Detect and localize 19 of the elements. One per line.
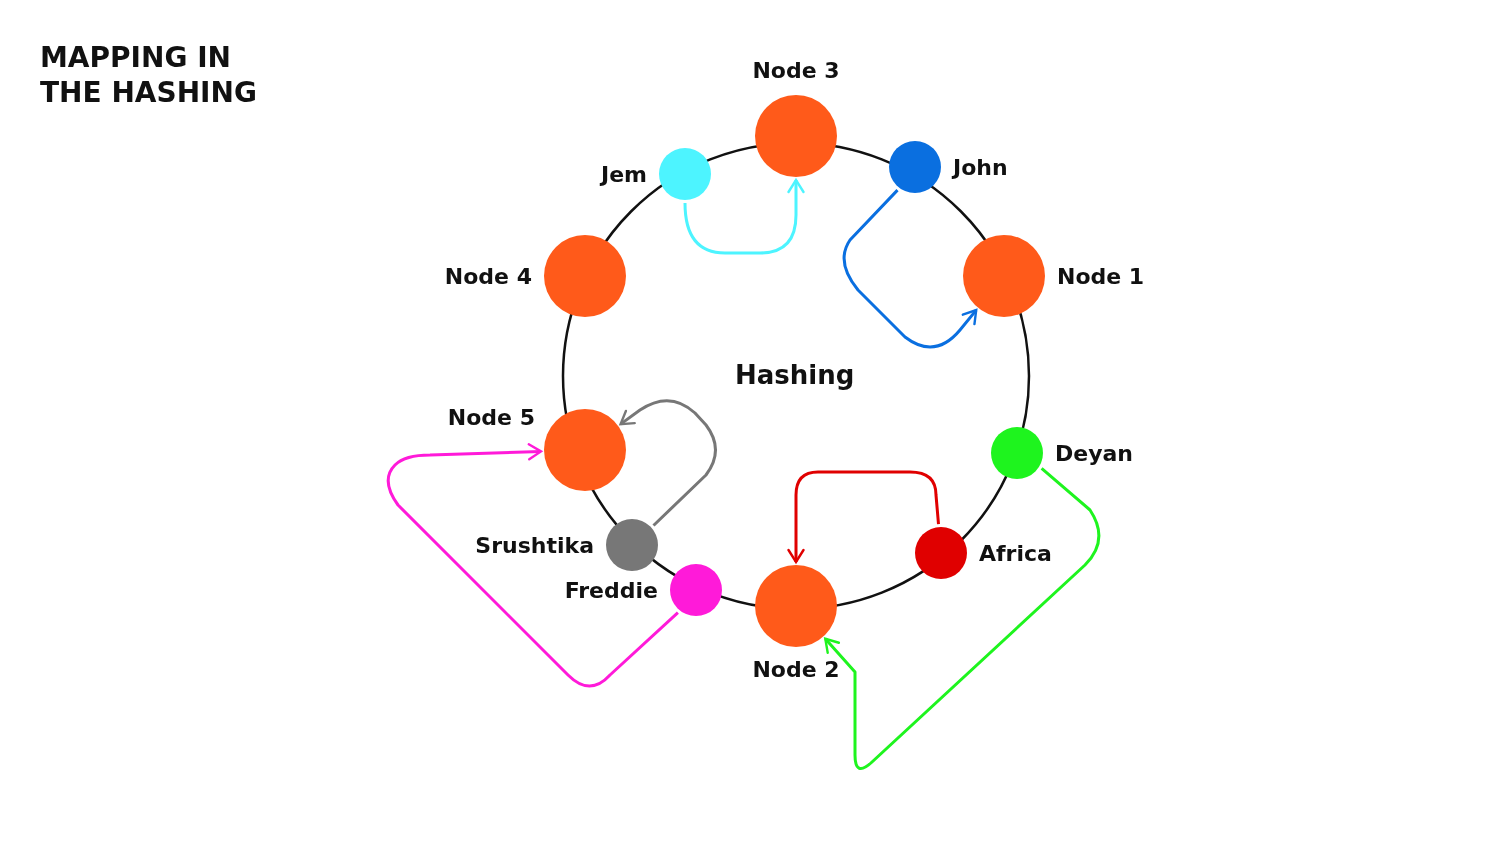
center-label: Hashing	[735, 360, 855, 390]
node-label: Node 5	[447, 405, 535, 430]
mapping-arrow	[824, 467, 1101, 770]
node-label: Srushtika	[475, 532, 594, 558]
node-label: Node 2	[752, 657, 840, 682]
mapping-arrow	[683, 178, 805, 255]
diagram-title: MAPPING IN THE HASHING	[40, 40, 258, 110]
node-label: John	[953, 154, 1008, 180]
node-label: Deyan	[1055, 440, 1134, 466]
node-label: Africa	[979, 540, 1052, 566]
node-label: Node 3	[752, 58, 840, 83]
node-label: Node 1	[1057, 263, 1145, 289]
mapping-arrow	[787, 470, 940, 564]
mapping-arrow	[842, 189, 978, 349]
node-label: Node 4	[444, 263, 532, 289]
mapping-arrow	[386, 443, 679, 688]
node-label: Freddie	[564, 577, 658, 603]
node-label: Jem	[600, 161, 647, 187]
mapping-arrow	[619, 399, 717, 527]
